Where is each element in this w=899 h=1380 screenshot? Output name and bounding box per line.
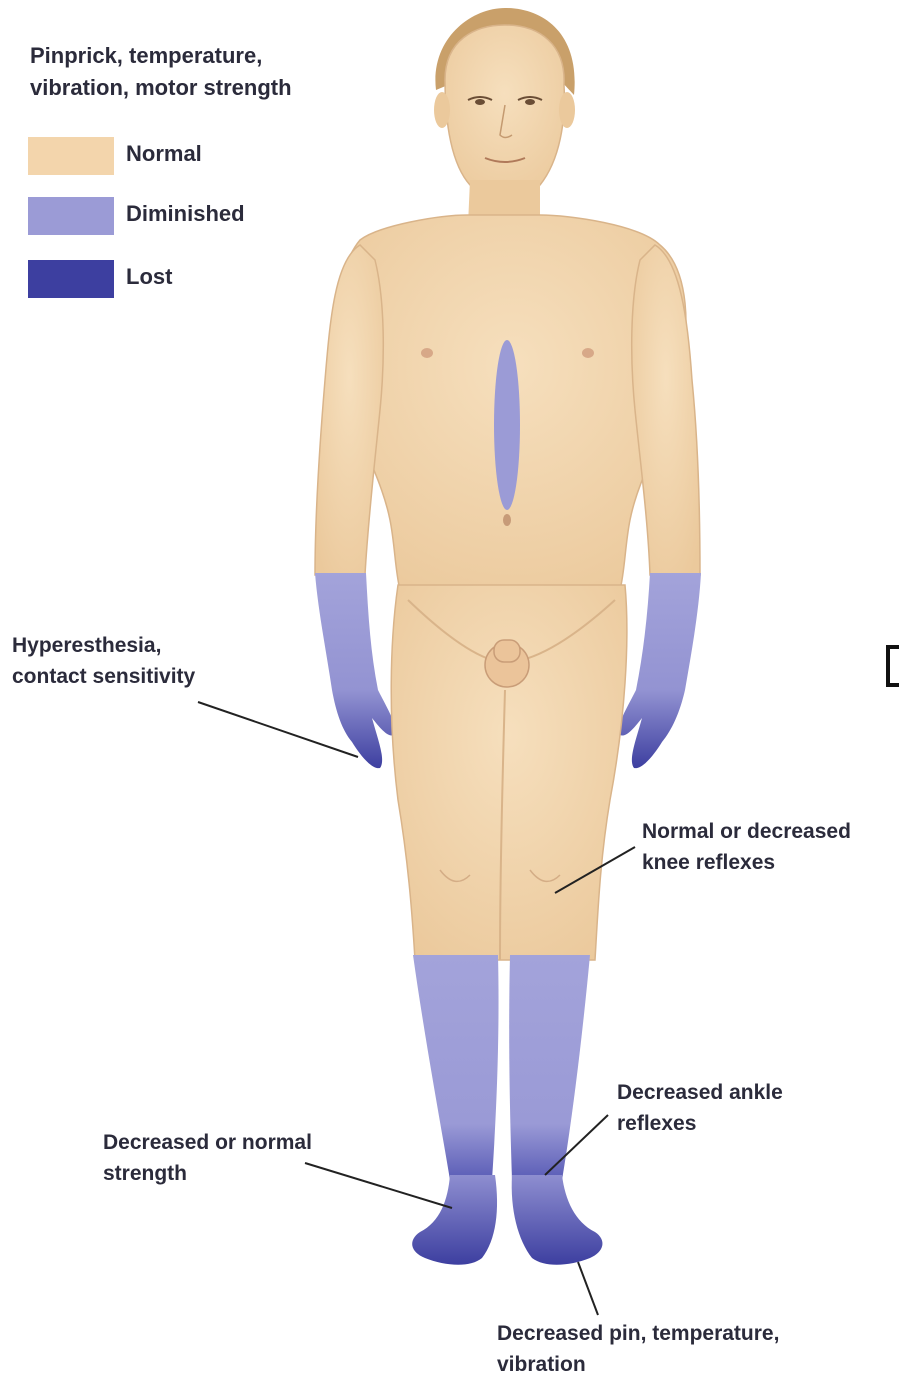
bracket-mark bbox=[886, 645, 899, 687]
left-lower-leg-diminished bbox=[413, 955, 499, 1180]
legend-label: Lost bbox=[126, 264, 172, 290]
annotation-feet: Decreased pin, temperature, vibration bbox=[497, 1318, 779, 1380]
leader-strength bbox=[305, 1163, 452, 1208]
legend-label: Diminished bbox=[126, 201, 245, 227]
leader-hands bbox=[198, 702, 358, 757]
legend-swatch-normal bbox=[28, 137, 114, 175]
legend-swatch-diminished bbox=[28, 197, 114, 235]
chest-strip-diminished bbox=[494, 340, 520, 510]
right-lower-leg-diminished bbox=[509, 955, 590, 1180]
leader-feet bbox=[578, 1262, 598, 1315]
right-upper-arm bbox=[632, 245, 700, 575]
legend-swatch-lost bbox=[28, 260, 114, 298]
annotation-knee: Normal or decreased knee reflexes bbox=[642, 816, 851, 878]
legend-title: Pinprick, temperature, vibration, motor … bbox=[30, 40, 390, 104]
annotation-strength: Decreased or normal strength bbox=[103, 1127, 312, 1189]
right-forearm-diminished bbox=[619, 573, 701, 768]
legend-label: Normal bbox=[126, 141, 202, 167]
left-foot bbox=[412, 1175, 497, 1265]
annotation-ankle: Decreased ankle reflexes bbox=[617, 1077, 783, 1139]
left-forearm-diminished bbox=[315, 573, 395, 768]
right-foot bbox=[512, 1175, 603, 1265]
annotation-hands: Hyperesthesia, contact sensitivity bbox=[12, 630, 195, 692]
left-upper-arm bbox=[315, 245, 383, 575]
